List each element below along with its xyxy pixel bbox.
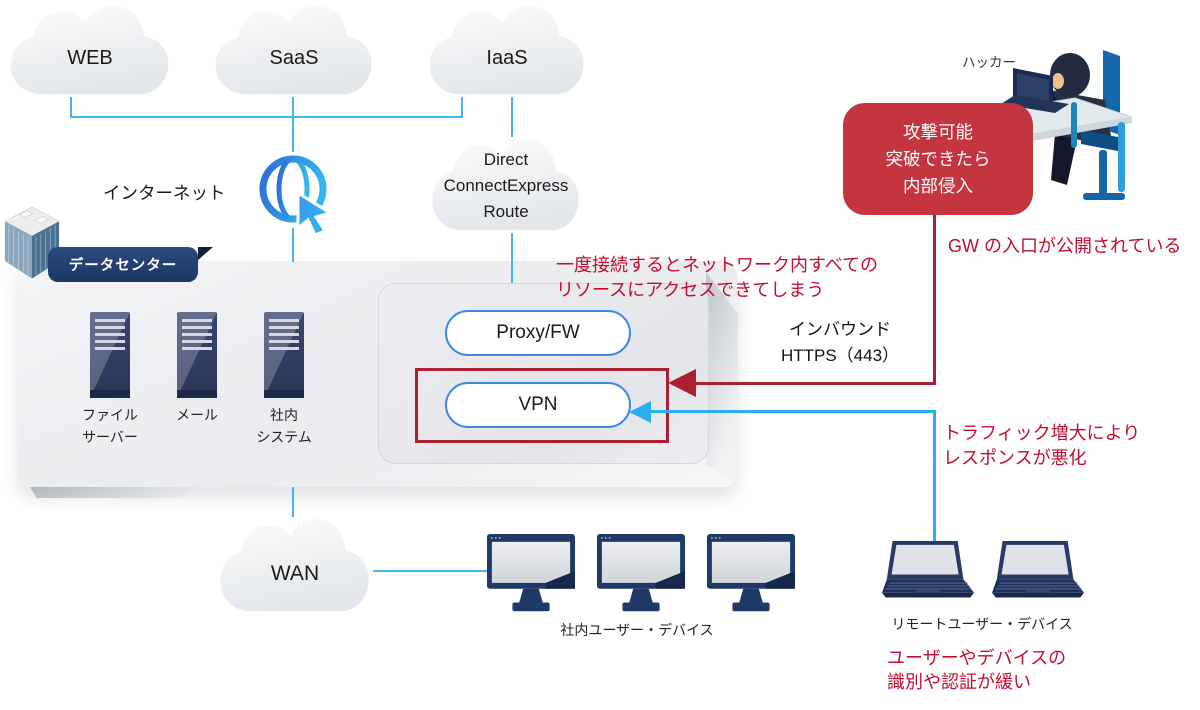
- building-icon: [3, 206, 61, 279]
- attack-arrowhead-icon: [668, 369, 696, 397]
- cloud-saas: SaaS: [210, 3, 378, 98]
- panel-shadow: [30, 487, 200, 498]
- attack-line-horizontal: [696, 382, 936, 385]
- cloud-icon: [215, 5, 372, 95]
- datacenter-tab-fold: [198, 247, 213, 260]
- risk-once-connected: 一度接続するとネットワーク内すべての リソースにアクセスできてしまう: [556, 255, 879, 300]
- cloud-icon: [429, 5, 584, 95]
- laptop-icon: [882, 541, 974, 603]
- cloud-web: WEB: [5, 3, 175, 98]
- connector-horizontal: [70, 116, 463, 118]
- laptop-icon: [992, 541, 1084, 603]
- risk-traffic: トラフィック増大により レスポンスが悪化: [943, 423, 1141, 468]
- server-mail-label: メール: [176, 407, 218, 423]
- server-file-label: ファイル サーバー: [82, 407, 138, 445]
- cloud-wan-label: WAN: [270, 562, 320, 585]
- laptop-icon: [882, 541, 974, 598]
- connector-web-down: [70, 97, 72, 118]
- server-mail-icon: [177, 312, 217, 398]
- monitor-icon: [487, 534, 576, 612]
- cloud-wan: WAN: [215, 516, 375, 615]
- monitor-icon: [487, 534, 577, 614]
- vpn-node: VPN: [445, 382, 631, 428]
- cloud-direct-connect: Direct ConnectExpress Route: [427, 137, 585, 234]
- cloud-web-label: WEB: [67, 47, 113, 69]
- remote-devices-label: リモートユーザー・デバイス: [891, 616, 1073, 632]
- cloud-direct-label: Direct ConnectExpress Route: [443, 150, 569, 221]
- monitor-icon: [597, 534, 686, 612]
- risk-auth: ユーザーやデバイスの 識別や認証が緩い: [887, 648, 1067, 692]
- globe-icon: [259, 155, 334, 237]
- connector-direct-gateway: [511, 233, 513, 283]
- attack-callout-box: 攻撃可能 突破できたら 内部侵入: [843, 103, 1033, 215]
- connector-panel-wan: [292, 487, 294, 517]
- internet-label: インターネット: [103, 183, 226, 203]
- server-file-icon: [90, 312, 130, 398]
- server-system-label: 社内 システム: [256, 407, 312, 445]
- remote-arrowhead-icon: [629, 401, 651, 423]
- laptop-icon: [992, 541, 1084, 598]
- cloud-saas-label: SaaS: [269, 47, 319, 69]
- connector-iaas-right: [511, 97, 513, 137]
- risk-gw-exposed: GW の入口が公開されている: [948, 236, 1182, 256]
- remote-line-vertical: [933, 410, 936, 541]
- inbound-label: インバウンド HTTPS（443）: [780, 320, 900, 365]
- connector-iaas-left: [461, 97, 463, 118]
- datacenter-tab: データセンター: [48, 247, 198, 282]
- cloud-icon: [432, 139, 579, 231]
- connector-saas-down: [292, 97, 294, 152]
- office-devices-label: 社内ユーザー・デバイス: [560, 622, 714, 638]
- server-system-icon: [264, 312, 304, 398]
- building-icon: [2, 203, 62, 281]
- vpn-highlight-box: [415, 368, 669, 443]
- cloud-iaas: IaaS: [424, 3, 590, 98]
- hacker-label: ハッカー: [962, 55, 1016, 70]
- remote-line-horizontal: [648, 410, 936, 413]
- cloud-icon: [220, 518, 369, 612]
- attack-line-vertical: [933, 215, 936, 385]
- proxy-fw-node: Proxy/FW: [445, 310, 631, 356]
- monitor-icon: [707, 534, 797, 614]
- monitor-icon: [597, 534, 687, 614]
- cloud-icon: [10, 5, 169, 95]
- cloud-iaas-label: IaaS: [486, 47, 528, 69]
- connector-globe-panel: [292, 228, 294, 262]
- connector-wan-devices: [373, 570, 487, 572]
- monitor-icon: [707, 534, 796, 612]
- internet-globe-icon: [256, 151, 336, 237]
